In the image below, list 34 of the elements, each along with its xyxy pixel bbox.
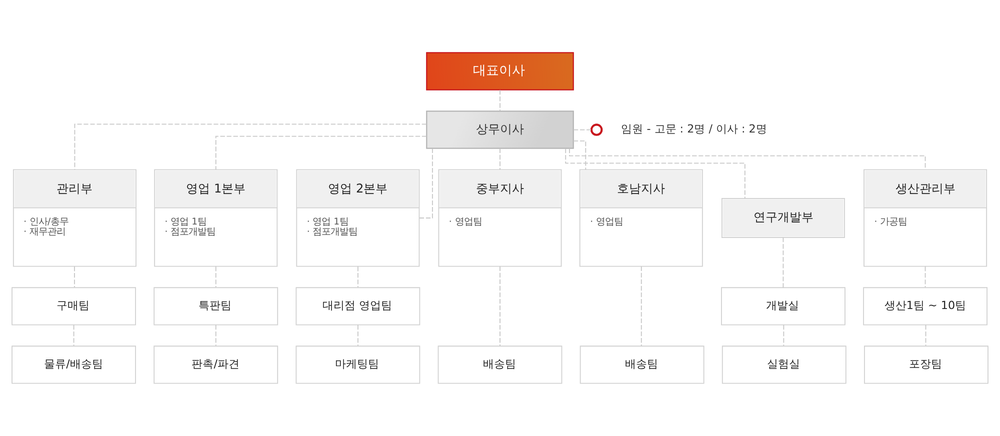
connector — [215, 324, 216, 346]
node-box: 상무이사 — [426, 110, 574, 149]
connector — [73, 324, 74, 346]
node-circle — [590, 124, 603, 136]
connector — [215, 266, 216, 288]
connector — [782, 237, 784, 288]
node-box: 대리점 영업팀 — [296, 287, 420, 326]
node-box: 실험실 — [722, 346, 846, 384]
connector — [74, 124, 427, 170]
connector — [74, 266, 75, 288]
node-box: 구매팀 — [12, 287, 136, 326]
node-box: 특판팀 — [154, 287, 278, 326]
node-box: 물류/배송팀 — [12, 346, 136, 384]
connector — [215, 136, 427, 170]
connector — [572, 129, 592, 130]
connector — [569, 148, 926, 170]
node-label: 임원 - 고문 : 2명 / 이사 : 2명 — [621, 122, 767, 136]
connector — [783, 324, 784, 346]
node-box: 생산1팀 ~ 10팀 — [863, 287, 988, 326]
node-box: 배송팀 — [580, 346, 704, 384]
node-box: 대표이사 — [426, 52, 574, 90]
node-box: 개발실 — [721, 287, 846, 326]
connector — [565, 148, 746, 199]
connector — [640, 266, 642, 346]
connector — [572, 140, 586, 170]
connector — [357, 266, 358, 288]
connector — [419, 148, 433, 218]
node-box: 마케팅팀 — [296, 346, 420, 384]
node-box: 배송팀 — [438, 346, 562, 384]
connector — [357, 324, 358, 346]
connector — [924, 266, 926, 288]
node-box: 판촉/파견 — [154, 346, 278, 384]
node-box: 포장팀 — [864, 346, 988, 384]
connector — [925, 324, 926, 346]
